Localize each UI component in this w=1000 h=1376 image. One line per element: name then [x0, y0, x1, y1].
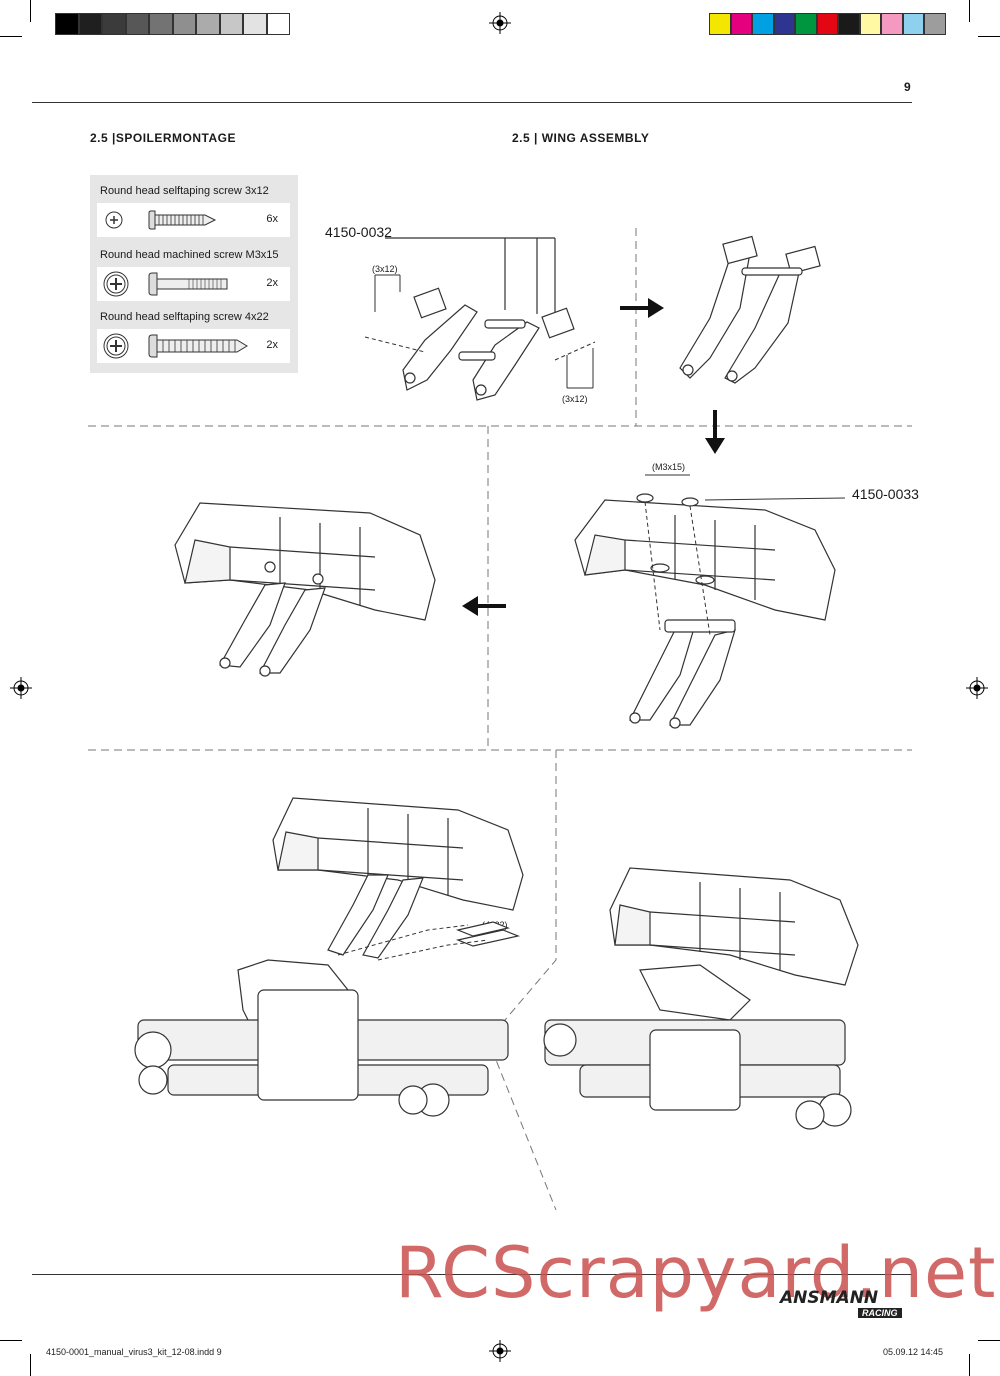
- registration-mark-icon: [10, 677, 32, 699]
- part-row: 2x: [97, 329, 290, 363]
- registration-mark-icon: [966, 677, 988, 699]
- crop-mark: [969, 1354, 970, 1376]
- part-quantity: 2x: [266, 339, 278, 351]
- color-swatch: [149, 13, 173, 35]
- arrow-left-icon: [462, 596, 506, 616]
- crop-mark: [0, 1340, 22, 1341]
- selftaping-screw-icon: [148, 334, 248, 358]
- wing-assembled-drawing: [174, 502, 436, 677]
- crop-mark: [30, 0, 31, 22]
- color-swatch: [55, 13, 79, 35]
- screw-size-label: (M3x15): [652, 462, 686, 472]
- part-number-callout: 4150-0032: [325, 224, 392, 240]
- color-swatch: [816, 13, 838, 35]
- footer-filename: 4150-0001_manual_virus3_kit_12-08.indd 9: [46, 1347, 222, 1357]
- brand-logo: ANSMANN: [780, 1288, 879, 1308]
- color-swatch: [219, 13, 243, 35]
- screw-head-icon: [105, 211, 123, 229]
- part-row: 6x: [97, 203, 290, 237]
- screw-size-label: (3x12): [562, 394, 588, 404]
- color-swatch: [924, 13, 946, 35]
- arrow-right-icon: [620, 298, 664, 318]
- part-row: 2x: [97, 267, 290, 301]
- color-swatch: [838, 13, 860, 35]
- part-number-callout: 4150-0033: [852, 486, 919, 502]
- color-swatch: [102, 13, 126, 35]
- color-swatch: [196, 13, 220, 35]
- color-swatch: [172, 13, 196, 35]
- color-swatch: [266, 13, 290, 35]
- registration-mark-icon: [489, 12, 511, 34]
- screw-size-label: (3x12): [372, 264, 398, 274]
- screw-head-icon: [103, 271, 129, 297]
- color-swatch: [859, 13, 881, 35]
- color-swatch: [881, 13, 903, 35]
- part-name: Round head machined screw M3x15: [100, 249, 279, 261]
- brand-logo-subtitle: RACING: [858, 1308, 902, 1318]
- selftaping-screw-icon: [148, 210, 217, 230]
- crop-mark: [969, 0, 970, 22]
- page-number: 9: [904, 80, 911, 94]
- color-swatch: [902, 13, 924, 35]
- chassis-wing-exploded-drawing: [134, 797, 524, 1117]
- footer-rule: [32, 1274, 912, 1275]
- wing-stay-assembled-drawing: [679, 235, 821, 384]
- screw-head-icon: [103, 333, 129, 359]
- part-name: Round head selftaping screw 3x12: [100, 185, 269, 197]
- color-swatch: [243, 13, 267, 35]
- color-swatch: [709, 13, 731, 35]
- color-swatch: [795, 13, 817, 35]
- wing-stay-exploded-drawing: [364, 237, 596, 401]
- crop-mark: [978, 1340, 1000, 1341]
- wing-mounting-exploded-drawing: [574, 474, 846, 729]
- color-swatch: [752, 13, 774, 35]
- machined-screw-icon: [148, 272, 228, 296]
- registration-mark-icon: [489, 1340, 511, 1362]
- footer-date: 05.09.12 14:45: [883, 1347, 944, 1357]
- crop-mark: [978, 36, 1000, 37]
- chassis-wing-assembled-drawing: [543, 867, 859, 1130]
- color-swatch: [773, 13, 795, 35]
- crop-mark: [0, 36, 22, 37]
- color-swatch: [78, 13, 102, 35]
- part-name: Round head selftaping screw 4x22: [100, 311, 269, 323]
- section-title-english: 2.5 | WING ASSEMBLY: [512, 131, 650, 145]
- header-rule: [32, 102, 912, 103]
- parts-list: Round head selftaping screw 3x12 6x Roun…: [90, 175, 298, 373]
- part-quantity: 6x: [266, 213, 278, 225]
- part-quantity: 2x: [266, 277, 278, 289]
- color-swatch: [730, 13, 752, 35]
- crop-mark: [30, 1354, 31, 1376]
- watermark: RCScrapyard.net: [395, 1232, 997, 1314]
- section-title-german: 2.5 |SPOILERMONTAGE: [90, 131, 236, 145]
- arrow-down-icon: [705, 410, 725, 454]
- color-swatch: [125, 13, 149, 35]
